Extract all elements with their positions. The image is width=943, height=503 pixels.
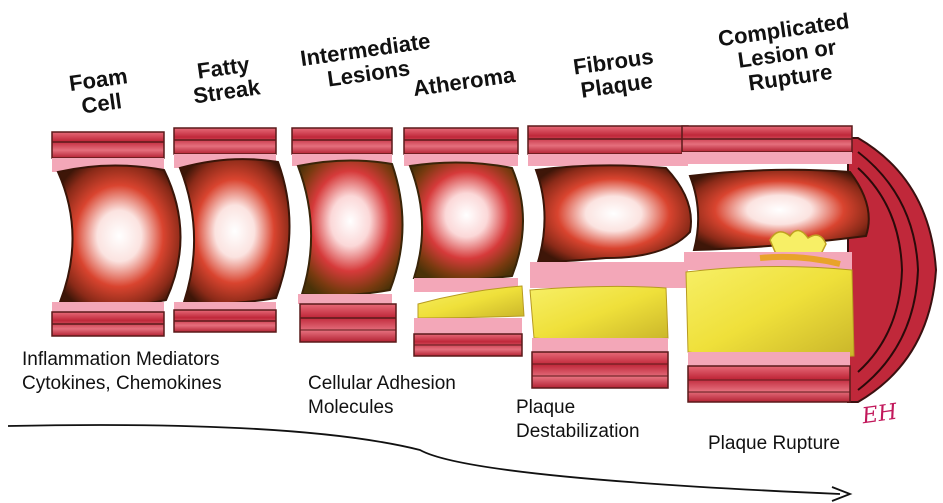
caption-rupture: Plaque Rupture (708, 432, 840, 456)
caption-line: Plaque Rupture (708, 432, 840, 456)
segment-fatty-streak (174, 128, 290, 332)
caption-line: Cellular Adhesion (308, 372, 456, 396)
plaque-core (686, 266, 854, 358)
caption-adhesion: Cellular Adhesion Molecules (308, 372, 456, 420)
lumen (410, 162, 523, 279)
caption-line: Inflammation Mediators (22, 348, 222, 372)
caption-line: Cytokines, Chemokines (22, 372, 222, 396)
caption-line: Molecules (308, 396, 456, 420)
segment-complicated-lesion (682, 126, 936, 402)
lumen (298, 160, 403, 295)
lumen (536, 165, 691, 262)
plaque-core (530, 286, 668, 341)
segment-foam-cell (52, 132, 181, 336)
lumen (58, 165, 181, 306)
segment-intermediate-lesions (292, 128, 403, 342)
caption-destabilization: Plaque Destabilization (516, 396, 640, 444)
segment-fibrous-plaque (528, 126, 691, 388)
lumen (180, 159, 290, 303)
end-cap (848, 138, 936, 402)
segment-atheroma (404, 128, 524, 356)
upper-wall (52, 132, 164, 158)
caption-line: Plaque (516, 396, 640, 420)
artist-signature: EH (860, 400, 898, 430)
caption-line: Destabilization (516, 420, 640, 444)
caption-inflammation: Inflammation Mediators Cytokines, Chemok… (22, 348, 222, 396)
